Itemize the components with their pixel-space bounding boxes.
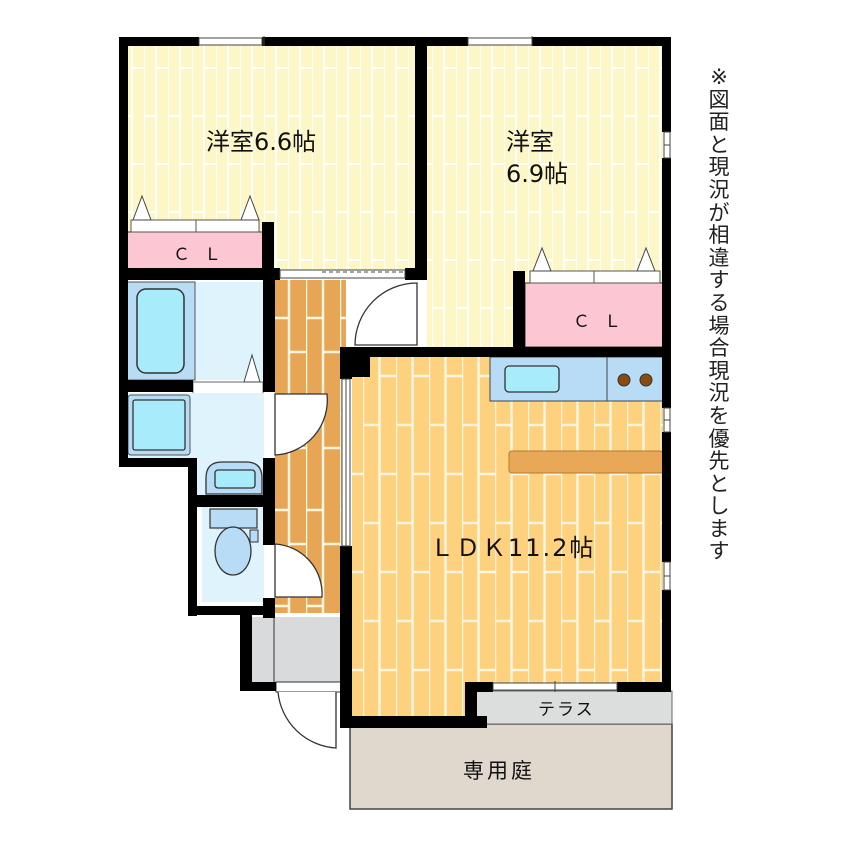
stove: [606, 356, 664, 402]
bath-door-marker: [243, 353, 261, 383]
windows: [198, 36, 671, 692]
bedroom2-door-swing: [354, 282, 418, 346]
closet-1-label: ＣＬ: [173, 245, 235, 265]
bathtub: [136, 288, 185, 374]
closet-1-rail: [130, 219, 260, 233]
walls: [119, 37, 671, 728]
terrace-area: [474, 690, 673, 725]
closet-door-marker: [132, 194, 152, 221]
ldk-floor: [352, 354, 663, 716]
private-garden-label: 専用庭: [463, 759, 535, 783]
closet-door-marker: [636, 246, 656, 272]
western-room-2-label-type: 洋室: [506, 128, 554, 156]
toilet-door-swing: [274, 543, 323, 598]
kitchen-sink: [504, 365, 560, 393]
western-room-1-label: 洋室6.6帖: [206, 128, 317, 156]
closet-door-marker: [240, 194, 260, 221]
dining-counter: [508, 450, 664, 474]
toilet-bowl: [214, 526, 252, 576]
closet-2-area: [524, 282, 664, 348]
toilet-tank: [209, 508, 258, 529]
closet-2-label: ＣＬ: [573, 312, 635, 332]
stove-burner: [639, 373, 653, 387]
entrance-area: [251, 617, 342, 682]
washroom-door-swing: [274, 393, 328, 456]
closet-2-rail: [529, 270, 661, 284]
washing-machine: [132, 399, 186, 451]
western-room-2-label-size: 6.9帖: [506, 160, 569, 188]
ldk-label: ＬＤＫ11.2帖: [430, 534, 596, 562]
stove-burner: [617, 373, 631, 387]
entrance-door-swing: [277, 691, 337, 749]
disclaimer-note: ※図面と現況が相違する場合現況を優先とします: [708, 65, 730, 564]
terrace-label: テラス: [538, 700, 595, 720]
private-garden-area: [349, 723, 673, 810]
closet-door-marker: [532, 246, 552, 272]
